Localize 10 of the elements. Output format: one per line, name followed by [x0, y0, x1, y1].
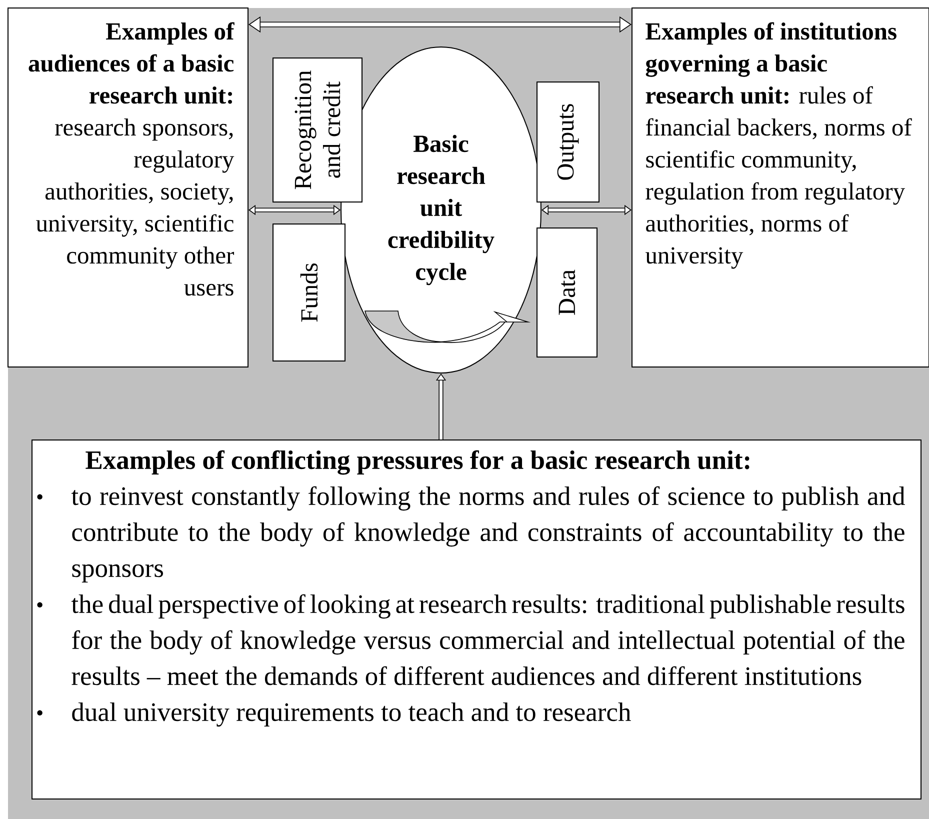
text-box: Examples of institutions governing a basic research unit: rules of financial backers, norms of scientific community, regulation from regulatory authorities, norms of university [632, 8, 929, 368]
pressures-box: Examples of conflicting pressures for a basic research unit: to reinvest constantly following the norms and rules of science to publish and contribute to the body of knowledge and constraints of accountability to the sponsors the dual perspective of looking at research results: traditional publishable results for the body of knowledge versus commercial and intellectual potential of the results – meet the demands of different audiences and different institutions dual university requirements to teach and to research [32, 440, 922, 800]
stage-box: Data [536, 228, 598, 358]
double-arrow [248, 16, 632, 33]
text-box: Examples of audiences of a basic research unit: research sponsors, regulatory authorities, society, university, scientific community other users [8, 8, 248, 368]
stage-box: Recognition and credit [272, 58, 362, 202]
stage-box: Outputs [536, 82, 600, 202]
double-arrow [542, 204, 632, 216]
stage-box: Funds [272, 224, 346, 362]
double-arrow [248, 204, 340, 216]
